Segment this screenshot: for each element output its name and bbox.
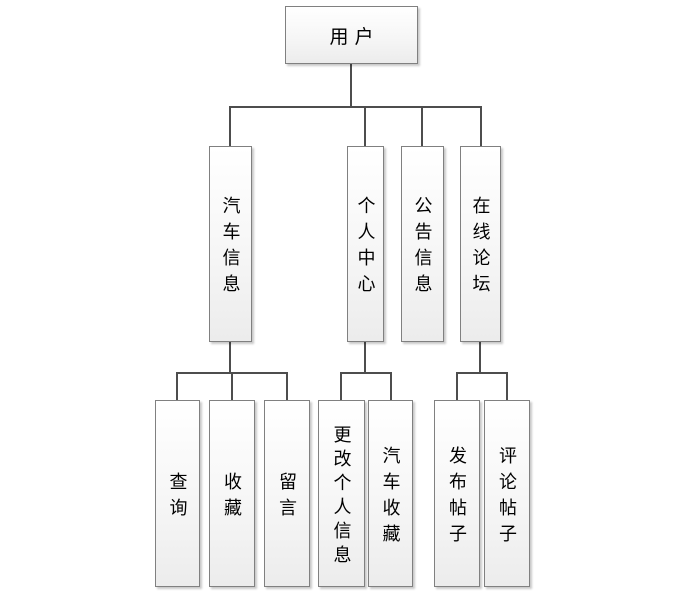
edge-user-trunk bbox=[350, 64, 352, 108]
node-message: 留言 bbox=[264, 400, 310, 587]
node-car-favorite: 汽车收藏 bbox=[368, 400, 413, 587]
node-post-thread-label: 发布帖子 bbox=[447, 445, 467, 550]
edge-stub-post-thread bbox=[456, 372, 458, 400]
edge-car-info-trunk bbox=[229, 342, 231, 374]
edge-stub-car-favorite bbox=[390, 372, 392, 400]
edge-personal-center-trunk bbox=[364, 342, 366, 374]
edge-forum-bus bbox=[456, 372, 508, 374]
edge-personal-center-bus bbox=[340, 372, 392, 374]
node-user: 用户 bbox=[285, 6, 418, 64]
node-query-label: 查询 bbox=[167, 471, 188, 524]
edge-stub-car-info bbox=[229, 106, 231, 146]
edge-stub-favorite bbox=[231, 372, 233, 400]
node-forum-label: 在线论坛 bbox=[470, 196, 491, 300]
node-car-info: 汽车信息 bbox=[209, 146, 252, 342]
edge-stub-query bbox=[176, 372, 178, 400]
edge-stub-comment-thread bbox=[506, 372, 508, 400]
node-post-thread: 发布帖子 bbox=[434, 400, 480, 587]
node-forum: 在线论坛 bbox=[460, 146, 501, 342]
node-announcement-label: 公告信息 bbox=[412, 196, 433, 300]
edge-stub-edit-personal-info bbox=[340, 372, 342, 400]
node-favorite: 收藏 bbox=[209, 400, 255, 587]
node-car-favorite-label: 汽车收藏 bbox=[380, 445, 401, 550]
edge-stub-forum bbox=[480, 106, 482, 146]
node-edit-personal-info: 更改个人信息 bbox=[318, 400, 365, 587]
node-user-label: 用户 bbox=[329, 26, 380, 48]
node-message-label: 留言 bbox=[277, 471, 297, 524]
edge-stub-message bbox=[286, 372, 288, 400]
node-favorite-label: 收藏 bbox=[222, 471, 242, 524]
edge-level2-bus bbox=[229, 106, 482, 108]
node-announcement: 公告信息 bbox=[401, 146, 444, 342]
node-comment-thread-label: 评论帖子 bbox=[497, 445, 517, 550]
node-personal-center: 个人中心 bbox=[347, 146, 384, 342]
node-query: 查询 bbox=[155, 400, 200, 587]
edge-forum-trunk bbox=[479, 342, 481, 374]
node-car-info-label: 汽车信息 bbox=[220, 196, 241, 300]
node-comment-thread: 评论帖子 bbox=[484, 400, 530, 587]
edge-stub-personal-center bbox=[364, 106, 366, 146]
edge-stub-announcement bbox=[421, 106, 423, 146]
node-personal-center-label: 个人中心 bbox=[355, 196, 376, 300]
node-edit-personal-info-label: 更改个人信息 bbox=[331, 424, 352, 569]
